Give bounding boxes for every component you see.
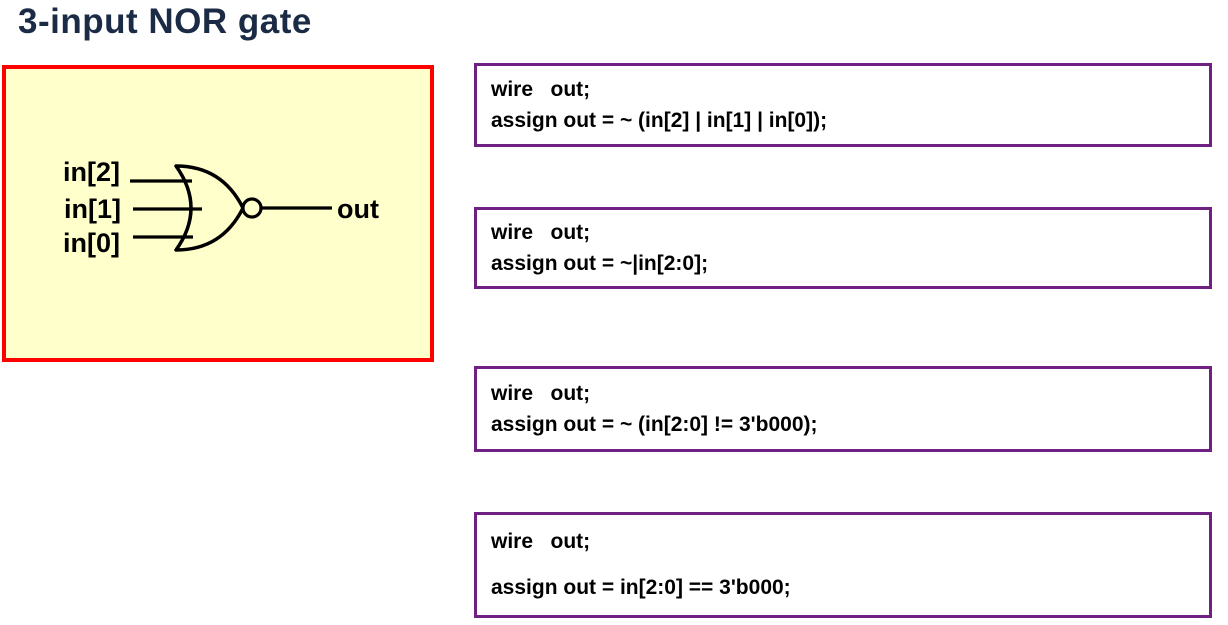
code-line: wire out; [491,78,591,101]
code-line: wire out; [491,530,591,553]
input-label-in0: in[0] [63,228,120,258]
code-line: wire out; [491,221,591,244]
code-line: assign out = ~ (in[2:0] != 3'b000); [491,413,818,436]
input-label-in1: in[1] [64,194,121,224]
code-box-reduction-or-explicit: wire out; assign out = ~ (in[2] | in[1] … [474,63,1212,147]
code-line: assign out = in[2:0] == 3'b000; [491,576,791,599]
inverter-bubble-icon [241,197,263,219]
code-line: wire out; [491,382,591,405]
code-box-not-notequal: wire out; assign out = ~ (in[2:0] != 3'b… [474,366,1212,452]
output-label: out [337,194,379,224]
code-box-reduction-nor-operator: wire out; assign out = ~|in[2:0]; [474,207,1212,289]
code-line: assign out = ~ (in[2] | in[1] | in[0]); [491,109,828,132]
gate-panel: in[2] in[1] in[0] out [2,65,434,362]
input-label-in2: in[2] [63,157,120,187]
code-line: assign out = ~|in[2:0]; [491,252,709,275]
code-box-equality-zero: wire out; assign out = in[2:0] == 3'b000… [474,512,1212,618]
page-title: 3-input NOR gate [18,2,312,41]
nor-gate-symbol [174,164,245,252]
nor-gate-diagram [130,164,332,252]
